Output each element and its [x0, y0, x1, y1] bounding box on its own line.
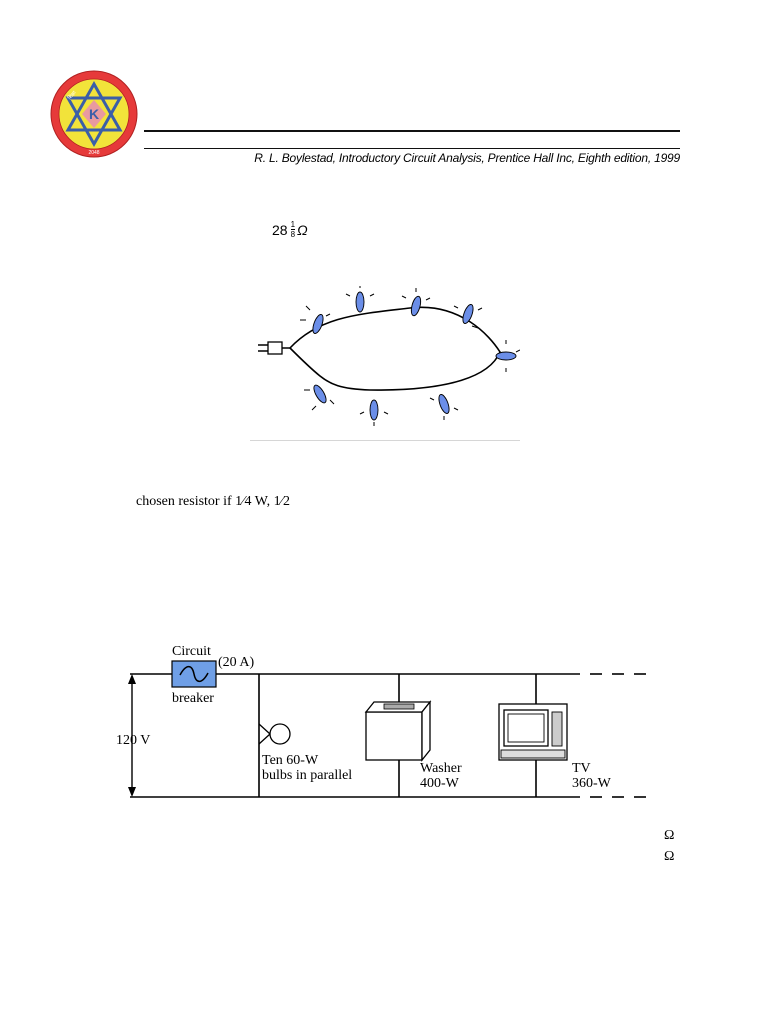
- institution-logo: K शिक्षा 2048: [50, 70, 138, 158]
- breaker-rating: (20 A): [218, 655, 255, 670]
- tv-icon: [498, 703, 568, 761]
- logo-arc-text: शिक्षा: [66, 89, 78, 101]
- washer-label-line2: 400-W: [420, 776, 460, 791]
- resistance-whole: 28: [272, 221, 288, 238]
- citation-text: R. L. Boylestad, Introductory Circuit An…: [254, 151, 680, 165]
- light-string-figure: [258, 286, 520, 426]
- figure-rule: [250, 440, 520, 441]
- breaker-label-bottom: breaker: [172, 691, 214, 706]
- voltage-arrow: [128, 674, 136, 797]
- question-text: chosen resistor if 1⁄4 W, 1⁄2: [136, 494, 290, 509]
- logo-letter: K: [89, 106, 99, 122]
- tv-label-line1: TV: [572, 761, 591, 776]
- header-rule-top: [144, 130, 680, 132]
- breaker-label-top: Circuit: [172, 644, 211, 659]
- resistance-unit: Ω: [297, 221, 308, 238]
- resistance-fraction: 1 8: [290, 220, 296, 239]
- washer-label-line1: Washer: [420, 761, 462, 776]
- washer-icon: [364, 700, 432, 762]
- resistance-denominator: 8: [290, 229, 296, 239]
- tv-label-line2: 360-W: [572, 776, 612, 791]
- ohm-symbol: Ω: [664, 849, 675, 864]
- voltage-label: 120 V: [116, 733, 150, 748]
- header-rule-bottom: [144, 148, 680, 149]
- ohm-symbol: Ω: [664, 828, 675, 843]
- plug-icon: [258, 341, 290, 355]
- bulbs-label-line2: bulbs in parallel: [262, 768, 352, 783]
- bulbs-label-line1: Ten 60-W: [262, 753, 319, 768]
- resistance-numerator: 1: [290, 220, 296, 229]
- bulb-icon: [258, 723, 291, 745]
- household-circuit-figure: 120 V Circuit breaker (20 A) Ten 60-W bu…: [116, 644, 646, 798]
- logo-year: 2048: [88, 150, 99, 156]
- resistance-value: 28 1 8 Ω: [272, 220, 308, 239]
